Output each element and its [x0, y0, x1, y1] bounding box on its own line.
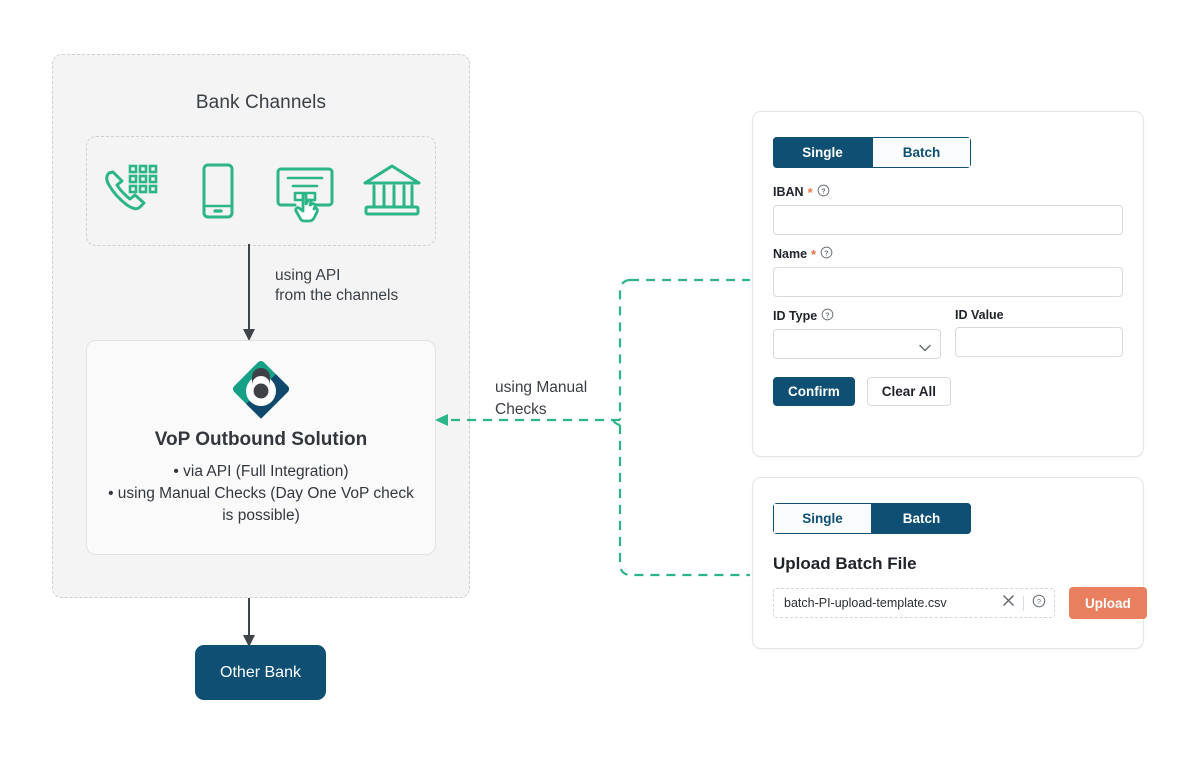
api-label-line1: using API	[275, 267, 341, 284]
single-form: IBAN * ? Name * ?	[753, 168, 1143, 406]
batch-panel-tabs: Single Batch	[773, 503, 971, 534]
tab-single[interactable]: Single	[773, 137, 872, 168]
svg-text:?: ?	[825, 250, 829, 257]
id-type-label-text: ID Type	[773, 309, 818, 323]
id-value-input[interactable]	[955, 327, 1123, 357]
name-input[interactable]	[773, 267, 1123, 297]
svg-text:?: ?	[826, 312, 830, 319]
tab-batch[interactable]: Batch	[872, 503, 971, 534]
manual-checks-label: using Manual Checks	[495, 377, 587, 421]
clear-all-button[interactable]: Clear All	[866, 377, 952, 406]
tab-single-label: Single	[802, 511, 843, 526]
api-arrow	[243, 244, 255, 341]
single-form-actions: Confirm Clear All	[773, 377, 1123, 406]
file-name-label: batch-PI-upload-template.csv	[784, 596, 947, 610]
id-value-label-text: ID Value	[955, 308, 1004, 322]
help-circle-icon[interactable]: ?	[817, 184, 830, 200]
clear-all-button-label: Clear All	[881, 384, 937, 399]
iban-input[interactable]	[773, 205, 1123, 235]
other-bank-arrow	[243, 598, 255, 647]
tab-batch-label: Batch	[902, 511, 941, 526]
tab-single-label: Single	[802, 145, 843, 160]
kiosk-touch-icon	[276, 167, 333, 223]
vop-title: VoP Outbound Solution	[154, 429, 368, 450]
chevron-down-icon	[919, 340, 931, 358]
file-dropzone[interactable]: batch-PI-upload-template.csv ?	[773, 588, 1055, 618]
iban-label-text: IBAN	[773, 185, 804, 199]
tab-batch-label: Batch	[902, 145, 941, 160]
other-bank-label: Other Bank	[220, 663, 301, 681]
tab-batch[interactable]: Batch	[872, 137, 971, 168]
other-bank-node: Other Bank	[195, 645, 326, 700]
name-label-text: Name	[773, 247, 808, 261]
single-panel-tabs: Single Batch	[773, 137, 971, 168]
required-asterisk: *	[807, 184, 813, 200]
phone-keypad-icon	[104, 164, 157, 211]
upload-button-label: Upload	[1085, 595, 1131, 611]
tab-single[interactable]: Single	[773, 503, 872, 534]
close-x-icon[interactable]	[1002, 594, 1015, 612]
batch-upload-panel: Single Batch Upload Batch File batch-PI-…	[752, 477, 1147, 649]
upload-batch-file-title: Upload Batch File	[773, 554, 917, 573]
vop-outbound-card: VoP Outbound Solution • via API (Full In…	[86, 340, 436, 555]
manual-label-line2: Checks	[495, 401, 547, 418]
id-fields-row: ID Type ?	[773, 308, 1123, 359]
iban-label: IBAN * ?	[773, 184, 1123, 200]
single-check-panel: Single Batch IBAN * ? Name	[752, 111, 1144, 457]
required-asterisk: *	[811, 246, 817, 262]
vop-logo-icon	[232, 360, 290, 419]
upload-row: batch-PI-upload-template.csv ? Upload	[773, 587, 1147, 619]
svg-text:?: ?	[821, 188, 825, 195]
divider	[1023, 595, 1024, 611]
confirm-button[interactable]: Confirm	[773, 377, 855, 406]
id-type-label: ID Type ?	[773, 308, 941, 324]
vop-bullet-item: • via API (Full Integration)	[173, 463, 349, 480]
manual-checks-connector	[435, 278, 750, 577]
api-label-line2: from the channels	[275, 287, 399, 304]
channel-icons-group	[86, 136, 436, 246]
vop-bullet-item: • using Manual Checks (Day One VoP check…	[108, 485, 414, 524]
help-circle-icon[interactable]: ?	[820, 246, 833, 262]
id-value-label: ID Value	[955, 308, 1123, 322]
bank-building-icon	[363, 164, 420, 216]
manual-label-line1: using Manual	[495, 379, 588, 396]
svg-text:?: ?	[1037, 596, 1041, 605]
confirm-button-label: Confirm	[788, 384, 840, 399]
vop-bullet-list: • via API (Full Integration) • using Man…	[87, 461, 435, 527]
name-label: Name * ?	[773, 246, 1123, 262]
help-circle-icon[interactable]: ?	[821, 308, 834, 324]
help-circle-icon[interactable]: ?	[1032, 594, 1046, 613]
bank-channels-title: Bank Channels	[195, 92, 327, 113]
upload-button[interactable]: Upload	[1069, 587, 1147, 619]
id-type-select[interactable]	[773, 329, 941, 359]
mobile-phone-icon	[202, 163, 233, 219]
api-arrow-label: using API from the channels	[275, 266, 398, 306]
